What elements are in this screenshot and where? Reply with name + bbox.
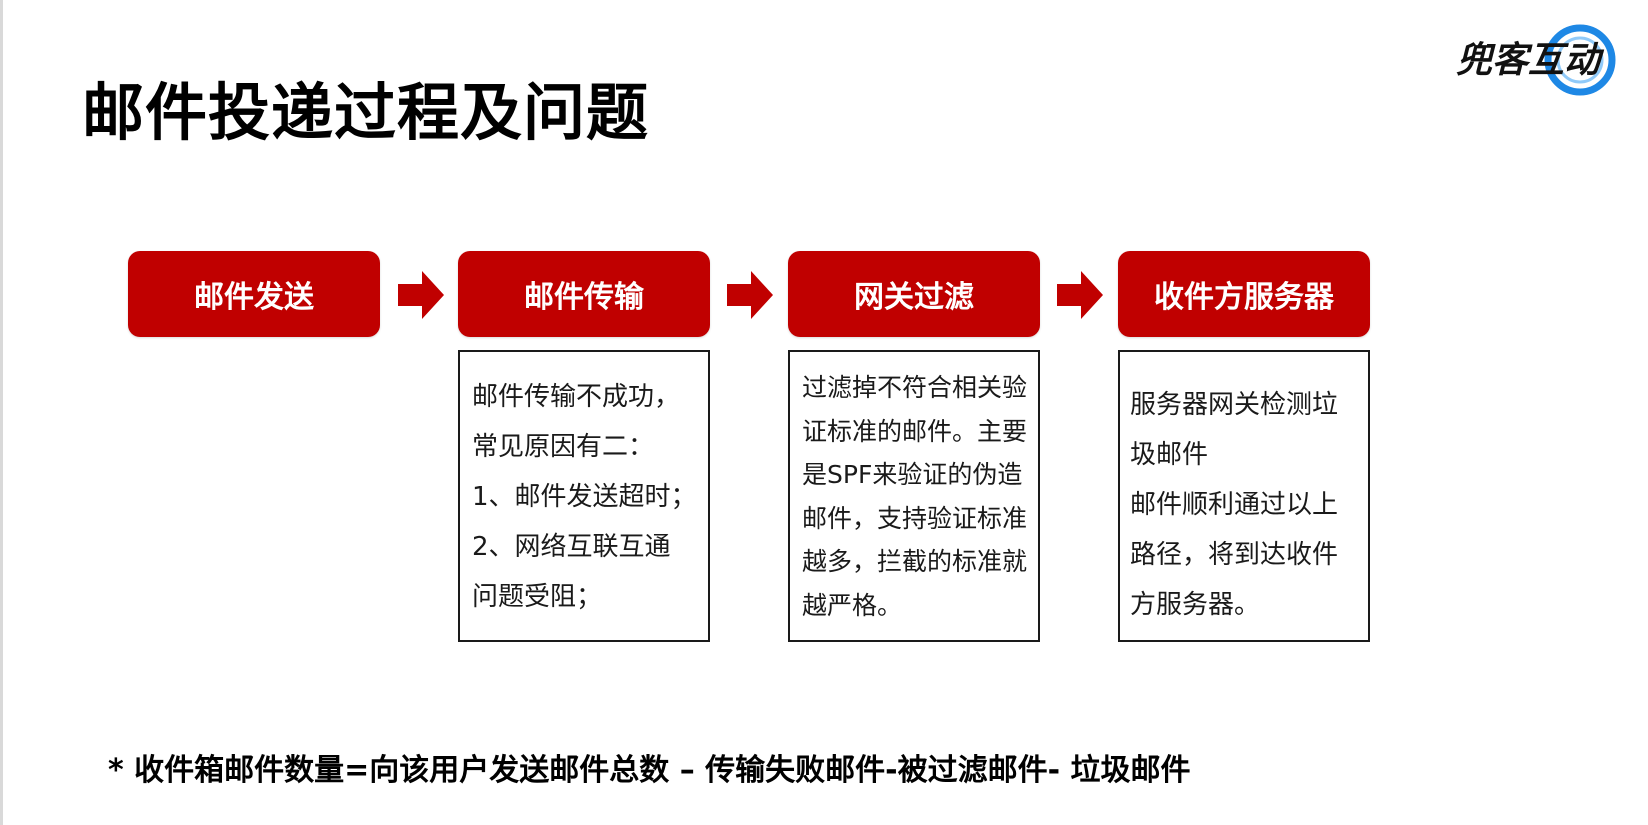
desc-line: 问题受阻； <box>472 582 603 612</box>
desc-line: 邮件顺利通过以上 <box>1130 490 1339 520</box>
step-label: 收件方服务器 <box>1154 280 1334 315</box>
desc-line: 是SPF来验证的伪造 <box>802 460 1023 489</box>
desc-line: 越多，拦截的标准就 <box>802 547 1028 576</box>
logo: 兜客互动 <box>1450 20 1630 100</box>
step-recipient-server: 收件方服务器 <box>1118 251 1370 337</box>
logo-mark: 兜客互动 <box>1456 24 1616 96</box>
step-mail-send: 邮件发送 <box>128 251 380 337</box>
desc-line: 越严格。 <box>802 590 903 620</box>
desc-line: 圾邮件 <box>1130 440 1209 470</box>
arrow-right-icon <box>1057 271 1103 319</box>
svg-text:兜客互动: 兜客互动 <box>1456 40 1605 81</box>
server-issue-box: 服务器网关检测垃 圾邮件 邮件顺利通过以上 路径，将到达收件 方服务器。 <box>1118 350 1370 642</box>
desc-line: 邮件传输不成功， <box>472 382 681 412</box>
page-title: 邮件投递过程及问题 <box>82 76 650 149</box>
desc-line: 方服务器。 <box>1130 590 1261 620</box>
desc-line: 2、网络互联互通 <box>472 532 671 562</box>
desc-line: 常见原因有二： <box>472 432 655 462</box>
desc-line: 过滤掉不符合相关验 <box>802 373 1028 402</box>
slide-left-edge <box>0 0 3 825</box>
step-label: 网关过滤 <box>854 280 974 315</box>
desc-line: 1、邮件发送超时； <box>472 482 697 512</box>
arrow-right-icon <box>727 271 773 319</box>
desc-line: 路径，将到达收件 <box>1130 540 1339 570</box>
transfer-issue-box: 邮件传输不成功， 常见原因有二： 1、邮件发送超时； 2、网络互联互通 问题受阻… <box>458 350 710 642</box>
desc-line: 邮件，支持验证标准 <box>802 503 1028 533</box>
arrow-right-icon <box>398 271 444 319</box>
step-gateway-filter: 网关过滤 <box>788 251 1040 337</box>
desc-line: 服务器网关检测垃 <box>1130 390 1339 420</box>
desc-line: 证标准的邮件。主要 <box>802 416 1028 446</box>
step-label: 邮件传输 <box>524 280 644 315</box>
footnote-formula: * 收件箱邮件数量=向该用户发送邮件总数 – 传输失败邮件-被过滤邮件- 垃圾邮… <box>108 753 1191 788</box>
filter-issue-box: 过滤掉不符合相关验 证标准的邮件。主要 是SPF来验证的伪造 邮件，支持验证标准… <box>788 350 1040 642</box>
step-label: 邮件发送 <box>194 280 314 315</box>
step-mail-transfer: 邮件传输 <box>458 251 710 337</box>
